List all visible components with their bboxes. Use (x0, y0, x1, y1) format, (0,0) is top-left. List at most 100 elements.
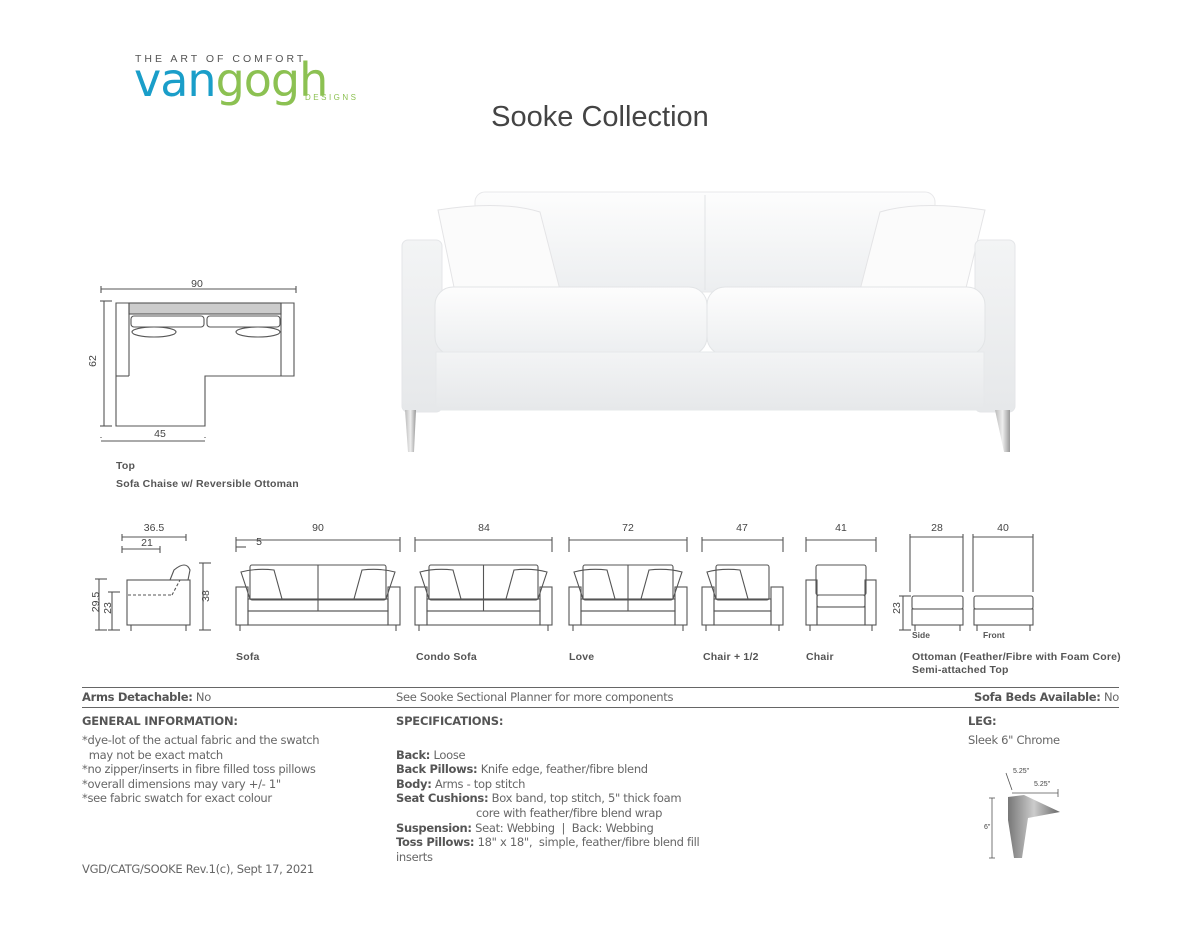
outline (414, 586, 428, 626)
piece-label-ottoman: Ottoman (Feather/Fibre with Foam Core) (912, 651, 1121, 663)
sofa-photo (401, 191, 1016, 452)
condo-width: 84 (478, 522, 490, 534)
arms-key: Arms Detachable: (82, 690, 193, 704)
ottoman-side-label: Side (912, 630, 930, 640)
outline (568, 586, 582, 626)
pillow (131, 326, 177, 338)
top-width: 90 (191, 278, 203, 290)
ottoman-front-width: 40 (997, 522, 1009, 534)
planner-note: See Sooke Sectional Planner for more com… (396, 690, 674, 704)
general-list: *dye-lot of the actual fabric and the sw… (82, 733, 320, 806)
general-line: *see fabric swatch for exact colour (82, 791, 272, 806)
pillow (235, 326, 281, 338)
chair-drawing (805, 537, 877, 631)
sofa-beds: Sofa Beds Available: No (974, 690, 1119, 705)
loveseat-drawing (568, 537, 688, 631)
outline (864, 579, 877, 626)
spec-item: Toss Pillows: 18" x 18", simple, feather… (396, 835, 700, 850)
pillow (706, 568, 749, 600)
leg-dim-a: 5.25" (1013, 768, 1030, 775)
piece-label-ottoman-2: Semi-attached Top (912, 664, 1009, 676)
pillow (240, 568, 283, 600)
spec-key: Body: (396, 776, 432, 791)
outline (713, 610, 772, 626)
condo-sofa-drawing (414, 537, 553, 631)
logo-part-gogh: gogh (215, 53, 329, 107)
logo-part-van: van (134, 53, 217, 107)
spec-key: Suspension: (396, 820, 472, 835)
side-arm-height: 29.5 (90, 591, 103, 613)
outline (805, 579, 818, 626)
brand-tagline: THE ART OF COMFORT (135, 53, 307, 65)
beds-key: Sofa Beds Available: (974, 690, 1101, 704)
spec-val: Box band, top stitch, 5" thick foam (491, 791, 682, 806)
spec-val: 18" x 18", simple, feather/fibre blend f… (477, 835, 700, 850)
general-line: *no zipper/inserts in fibre filled toss … (82, 762, 316, 777)
side-seat-depth: 21 (141, 537, 153, 549)
side-seat-height: 23 (101, 602, 114, 614)
pillow (353, 568, 396, 600)
sectional-outline (115, 302, 295, 427)
leg-photo (989, 772, 1060, 859)
pillow (573, 568, 616, 600)
brand-sub: DESIGNS (305, 93, 359, 102)
outline (580, 610, 676, 626)
spec-key: Seat Cushions: (396, 791, 489, 806)
outline (206, 315, 281, 328)
spec-key: Back: (396, 747, 431, 762)
outline (816, 594, 866, 608)
outline (715, 564, 770, 601)
ottoman-side-width: 28 (931, 522, 943, 534)
pillow (505, 568, 548, 600)
general-heading: GENERAL INFORMATION: (82, 714, 238, 728)
spec-cont: core with feather/fibre blend wrap (476, 805, 663, 820)
pillow (419, 568, 462, 600)
general-line: *dye-lot of the actual fabric and the sw… (82, 733, 320, 747)
top-view-diagram (100, 286, 297, 442)
outline (911, 608, 964, 626)
outline (816, 606, 866, 626)
outline (128, 302, 282, 315)
piece-label-sofa: Sofa (236, 651, 260, 663)
sofa-drawing (235, 537, 401, 631)
footer-ref: VGD/CATG/SOOKE Rev.1(c), Sept 17, 2021 (82, 862, 314, 876)
spec-key: Toss Pillows: (396, 835, 475, 850)
top-depth: 62 (86, 355, 99, 367)
specs-heading: SPECIFICATIONS: (396, 714, 504, 728)
chair-width: 41 (835, 522, 847, 534)
leg-dim-h: 6" (984, 824, 991, 831)
spec-item: Suspension: Seat: Webbing | Back: Webbin… (396, 821, 699, 836)
outline (973, 608, 1034, 626)
side-height: 38 (199, 590, 212, 602)
piece-label-condo: Condo Sofa (416, 651, 477, 663)
spec-val: Seat: Webbing | Back: Webbing (475, 820, 654, 835)
side-depth: 36.5 (143, 522, 165, 534)
piece-label-love: Love (569, 651, 595, 663)
outline (130, 315, 205, 328)
love-width: 72 (622, 522, 634, 534)
divider-bottom (82, 707, 1119, 708)
brand-logo: vangogh (134, 57, 328, 103)
outline (770, 586, 784, 626)
page-title: Sooke Collection (491, 101, 709, 133)
outline (674, 586, 688, 626)
ottoman-drawings (899, 534, 1034, 631)
outline (126, 579, 191, 626)
piece-label-chair-half: Chair + 1/2 (703, 651, 759, 663)
outline (973, 595, 1034, 610)
outline (815, 564, 867, 596)
leg-desc: Sleek 6" Chrome (968, 733, 1060, 747)
spec-key: Back Pillows: (396, 762, 478, 777)
top-caption: Sofa Chaise w/ Reversible Ottoman (116, 478, 299, 490)
side-view-diagram (95, 534, 211, 631)
spec-val: Arms - top stitch (434, 776, 526, 791)
ottoman-front-label: Front (983, 630, 1005, 640)
top-chaise-width: 45 (154, 428, 166, 440)
top-label: Top (116, 460, 136, 472)
leg-dim-b: 5.25" (1034, 781, 1051, 788)
line (171, 579, 181, 596)
outline (426, 610, 541, 626)
spec-item: Seat Cushions: Box band, top stitch, 5" … (396, 791, 699, 806)
